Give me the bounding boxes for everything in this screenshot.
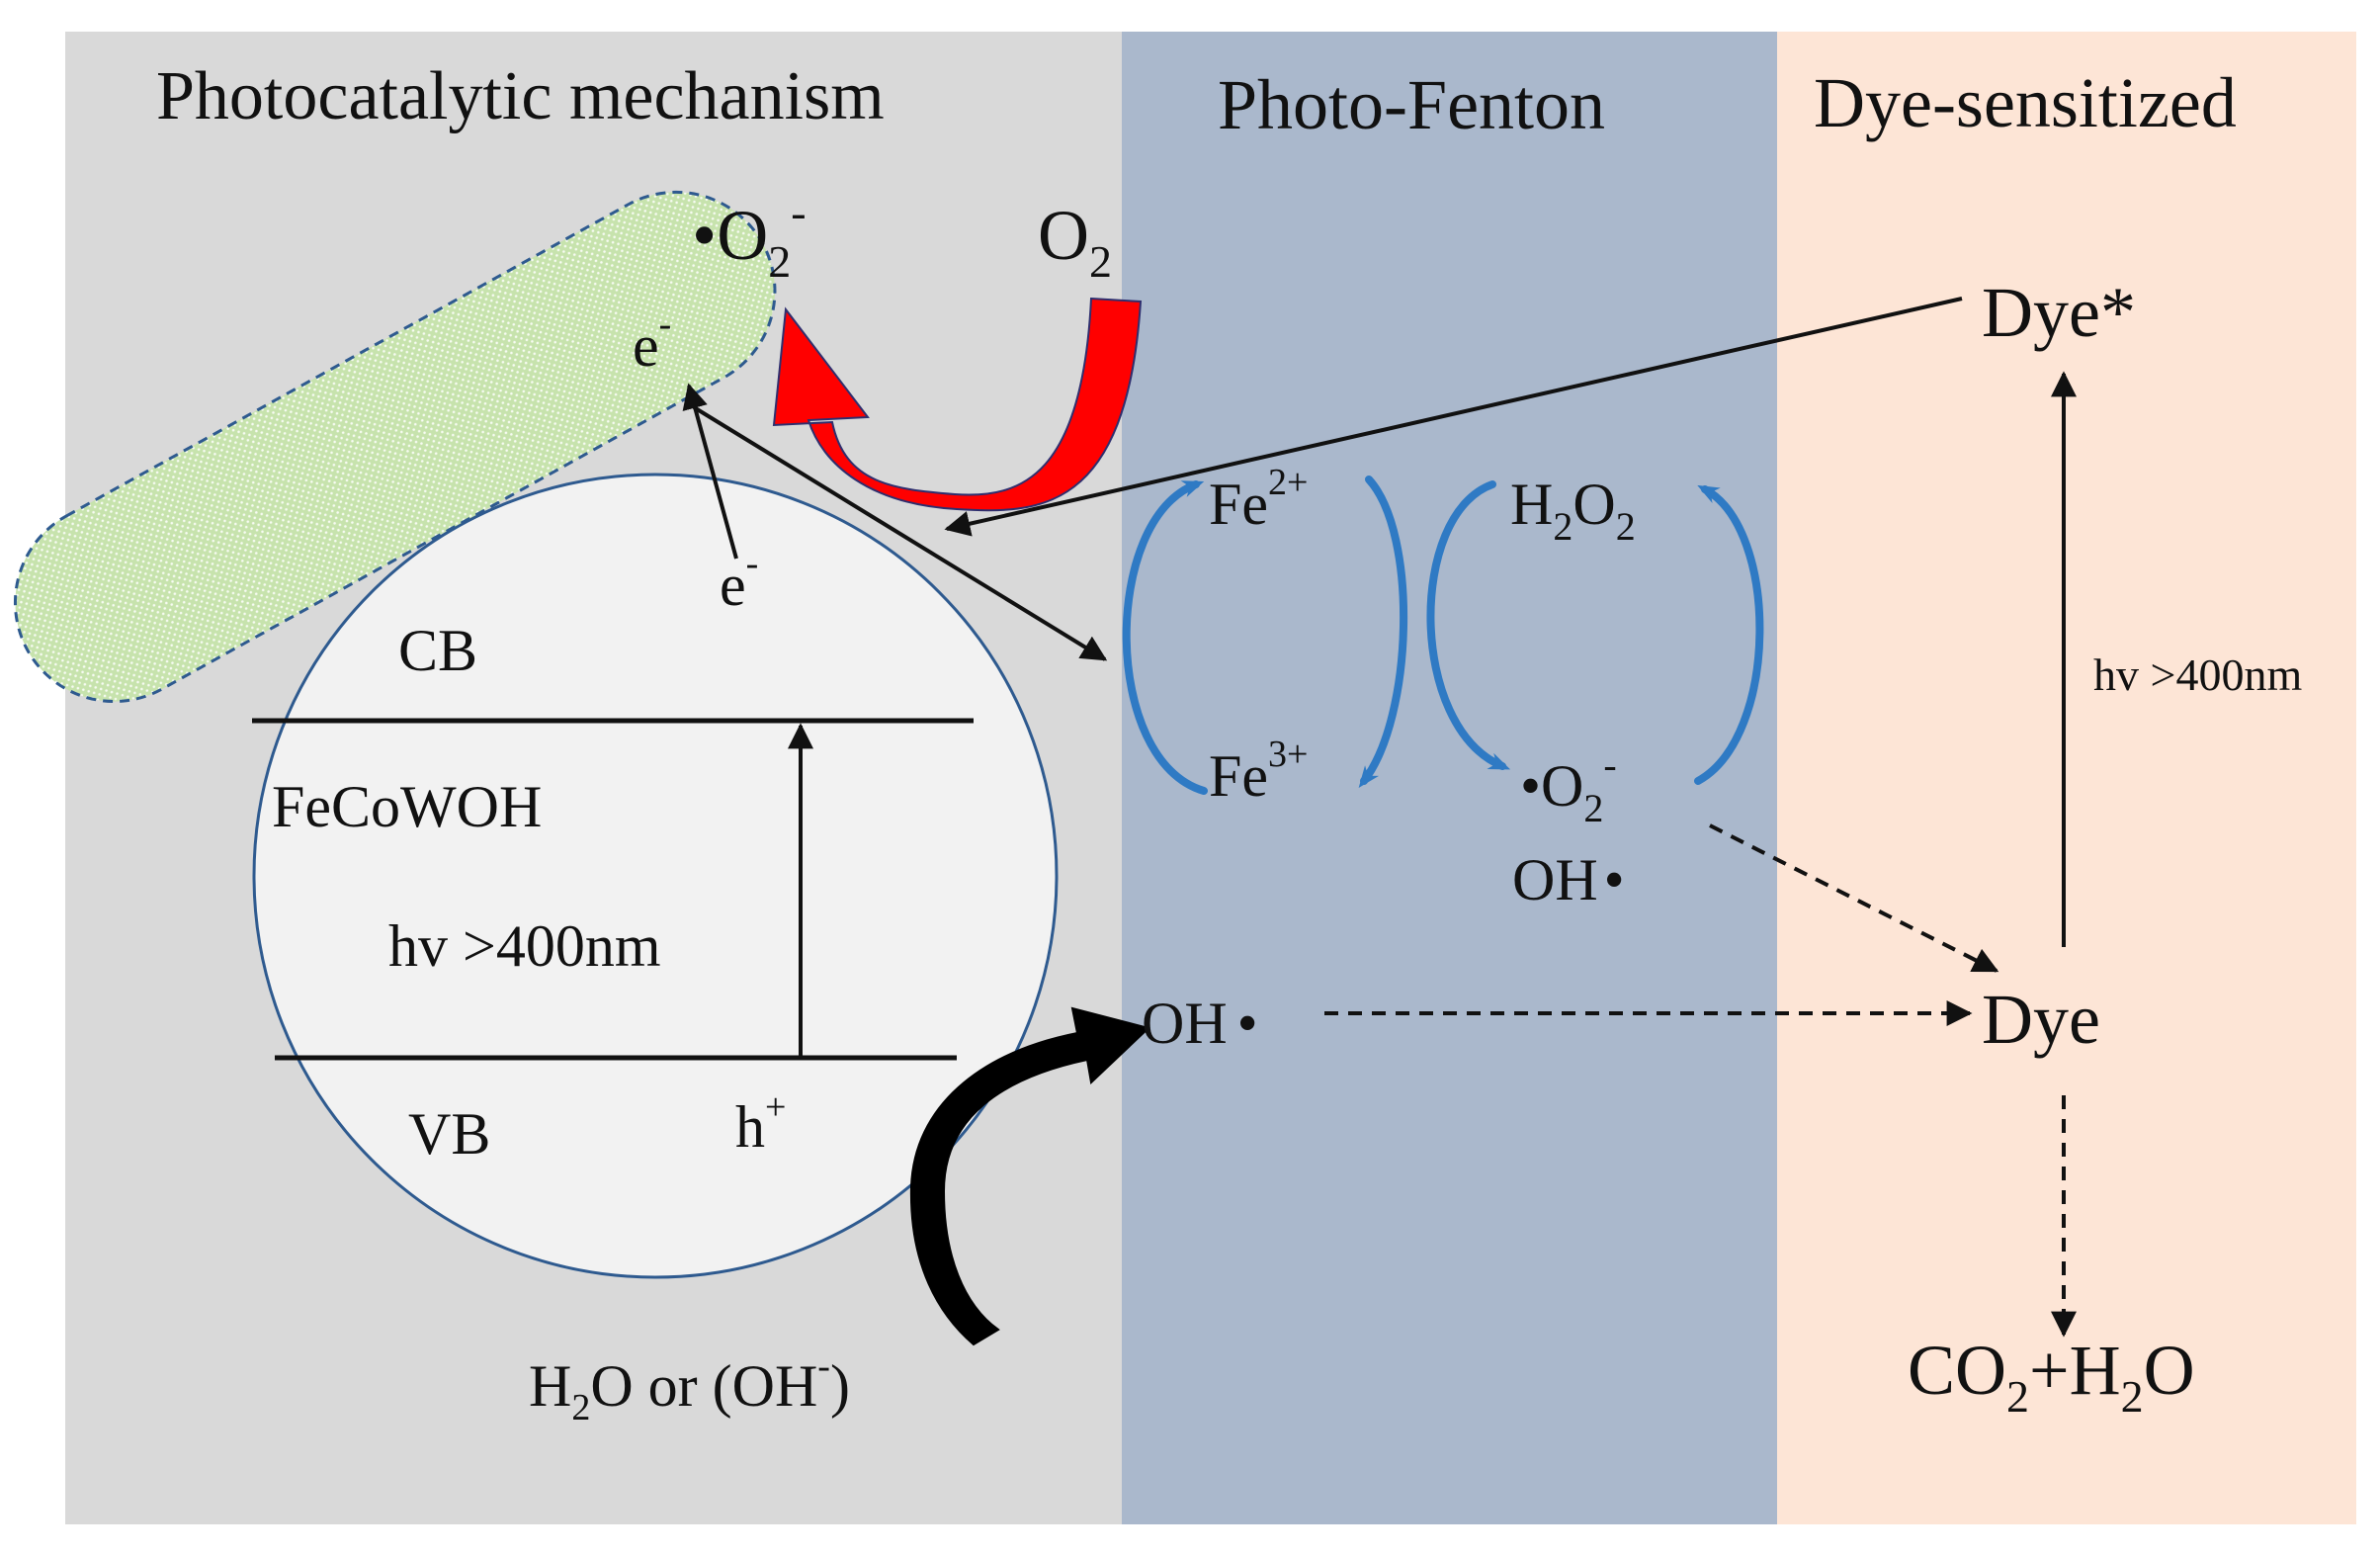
fe3-label: Fe3+ [1209, 734, 1308, 809]
cycle-arrow-fe2-down [1358, 476, 1408, 788]
dye-injection-arrow [944, 297, 1963, 537]
electron-sphere-label: e- [720, 543, 758, 618]
hydroxyl-label-upper: OH• [1512, 847, 1625, 912]
dashed-arrow-to-dye-upper [1709, 823, 1999, 973]
black-oxidation-arrow [909, 1006, 1150, 1346]
water-label: H2O or (OH-) [529, 1345, 850, 1428]
electron-rod-label: e- [633, 303, 671, 379]
red-reduction-arrow [772, 297, 1143, 512]
cycle-arrow-right [1694, 484, 1764, 785]
panel-title-dye-sensitized: Dye-sensitized [1814, 63, 2237, 142]
electron-to-fenton-arrow [692, 405, 1108, 661]
products-label: CO2+H2O [1908, 1331, 2195, 1422]
cycle-arrow-left [1122, 480, 1208, 795]
catalyst-sphere [252, 473, 1059, 1279]
panel-title-photocatalytic: Photocatalytic mechanism [156, 58, 885, 134]
fenton-cycle-arrows [1122, 476, 1764, 795]
hydroxyl-label-lower: OH• [1142, 991, 1258, 1056]
h2o2-label: H2O2 [1510, 472, 1636, 549]
hole-label: h+ [735, 1086, 786, 1160]
panel-photo-fenton [1122, 32, 1777, 1524]
excitation-label-sphere: hv >400nm [388, 913, 661, 979]
cb-label: CB [398, 618, 477, 683]
cycle-arrow-h2o2-down [1426, 480, 1511, 770]
superoxide-label-fenton: •O2- [1520, 742, 1617, 830]
electron-transfer-arrow [682, 383, 738, 560]
cocatalyst-rod [13, 190, 777, 704]
excitation-label-dye: hv >400nm [2093, 649, 2302, 700]
panel-dye-sensitized [1777, 32, 2356, 1524]
fe2-label: Fe2+ [1209, 462, 1308, 537]
panel-title-photo-fenton: Photo-Fenton [1218, 65, 1605, 144]
superoxide-label-top: •O2- [692, 187, 807, 287]
oxygen-label: O2 [1038, 196, 1112, 287]
material-label: FeCoWOH [272, 774, 542, 839]
dye-excited-label: Dye* [1982, 273, 2136, 352]
vb-label: VB [408, 1101, 490, 1167]
dye-label: Dye [1982, 980, 2100, 1059]
